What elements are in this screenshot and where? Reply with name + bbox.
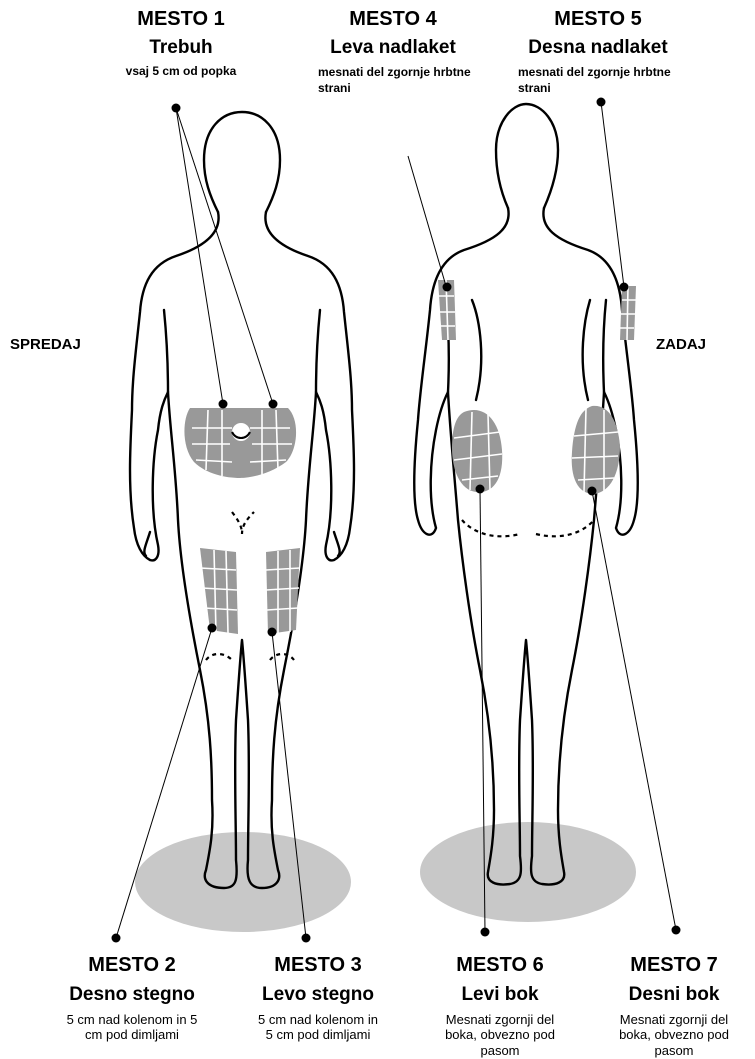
front-thigh-zones	[200, 548, 300, 634]
back-view-label: ZADAJ	[656, 336, 706, 353]
site-5-label: MESTO 5 Desna nadlaket	[508, 8, 688, 59]
leader-lines	[116, 102, 676, 938]
back-ground-shadow	[420, 822, 636, 922]
front-ground-shadow	[135, 832, 351, 932]
back-dashed-marks	[462, 520, 594, 536]
site-3-desc: 5 cm nad kolenom in 5 cm pod dimljami	[253, 1012, 383, 1043]
site-1-name: Trebuh	[96, 37, 266, 59]
front-abdomen-zone	[184, 408, 296, 478]
site-7-label: MESTO 7 Desni bok Mesnati zgornji del bo…	[594, 954, 754, 1059]
site-1-label: MESTO 1 Trebuh vsaj 5 cm od popka	[96, 8, 266, 79]
site-5-title: MESTO 5	[508, 8, 688, 31]
site-3-title: MESTO 3	[230, 954, 406, 977]
site-3-label: MESTO 3 Levo stegno 5 cm nad kolenom in …	[230, 954, 406, 1043]
site-5-desc-block: mesnati del zgornje hrbtne strani	[518, 58, 678, 96]
site-7-name: Desni bok	[594, 984, 754, 1006]
site-4-desc: mesnati del zgornje hrbtne strani	[318, 64, 478, 96]
site-5-desc: mesnati del zgornje hrbtne strani	[518, 64, 678, 96]
back-hip-zones	[452, 406, 620, 494]
site-7-title: MESTO 7	[594, 954, 754, 977]
front-body-outline	[130, 112, 354, 888]
site-1-desc: vsaj 5 cm od popka	[96, 65, 266, 79]
site-7-desc: Mesnati zgornji del boka, obvezno pod pa…	[612, 1012, 736, 1059]
site-2-name: Desno stegno	[42, 984, 222, 1006]
site-6-label: MESTO 6 Levi bok Mesnati zgornji del bok…	[418, 954, 582, 1059]
back-arm-zones	[438, 280, 636, 340]
site-1-title: MESTO 1	[96, 8, 266, 31]
site-2-title: MESTO 2	[42, 954, 222, 977]
site-3-name: Levo stegno	[230, 984, 406, 1006]
site-6-title: MESTO 6	[418, 954, 582, 977]
site-2-desc: 5 cm nad kolenom in 5 cm pod dimljami	[65, 1012, 200, 1043]
site-4-name: Leva nadlaket	[308, 37, 478, 59]
back-body-outline	[414, 104, 638, 885]
front-view-label: SPREDAJ	[10, 336, 81, 353]
site-5-name: Desna nadlaket	[508, 37, 688, 59]
site-6-name: Levi bok	[418, 984, 582, 1006]
site-4-label: MESTO 4 Leva nadlaket	[308, 8, 478, 59]
site-6-desc: Mesnati zgornji del boka, obvezno pod pa…	[438, 1012, 562, 1059]
site-4-desc-block: mesnati del zgornje hrbtne strani	[318, 58, 478, 96]
site-2-label: MESTO 2 Desno stegno 5 cm nad kolenom in…	[42, 954, 222, 1043]
site-4-title: MESTO 4	[308, 8, 478, 31]
